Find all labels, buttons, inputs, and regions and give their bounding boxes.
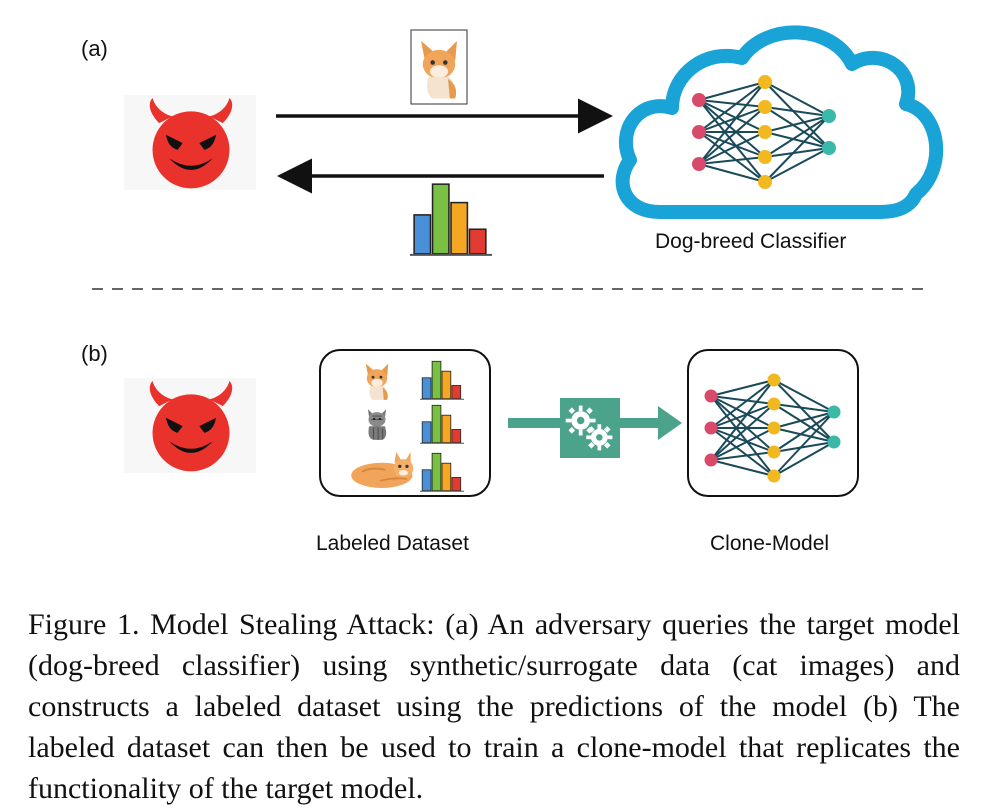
train-arrow-head — [658, 406, 682, 440]
dataset-cat1-icon — [360, 360, 394, 400]
cloud-icon — [615, 25, 944, 219]
prediction-histogram-icon — [410, 183, 492, 256]
classifier-label: Dog-breed Classifier — [655, 230, 847, 253]
figure-diagram: (a) Dog-breed Classifier (b) Labeled Dat… — [81, 25, 944, 555]
dataset-label: Labeled Dataset — [316, 532, 469, 555]
target-network — [692, 75, 836, 189]
clone-network — [704, 373, 841, 483]
cat-query-image-icon — [412, 35, 466, 99]
train-arrow-tail-right — [620, 418, 660, 428]
diagram-canvas — [92, 25, 944, 497]
panel-a — [124, 25, 944, 256]
figure-caption: Figure 1. Model Stealing Attack: (a) An … — [28, 608, 960, 805]
train-arrow-tail-left — [508, 418, 566, 428]
panel-b-label: (b) — [81, 341, 108, 366]
panel-b — [124, 349, 859, 497]
clone-model-label: Clone-Model — [710, 532, 830, 555]
panel-a-label: (a) — [81, 36, 108, 61]
